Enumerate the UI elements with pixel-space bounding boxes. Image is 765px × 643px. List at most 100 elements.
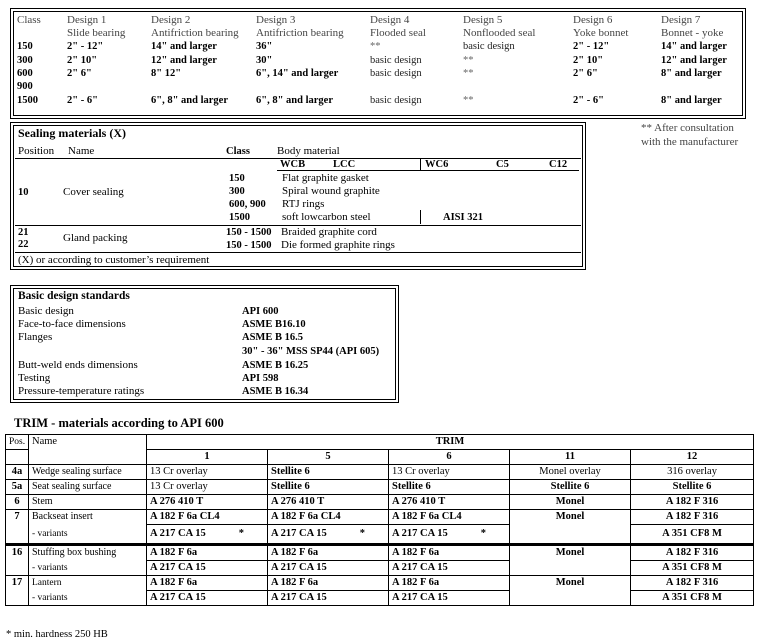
design-cell: 150 <box>17 41 33 52</box>
design-cell: 2" 6" <box>573 68 598 79</box>
trim-name: Seat sealing surface <box>28 479 147 495</box>
table-row: - variants A 217 CA 15 A 217 CA 15 A 217… <box>5 560 755 576</box>
design-cell: 14" and larger <box>151 41 217 52</box>
design-cell: 2" - 12" <box>573 41 610 52</box>
trim-col-6: 6 <box>388 449 510 465</box>
sealing-footnote: (X) or according to customer’s requireme… <box>18 254 210 266</box>
gland-text-2: Die formed graphite rings <box>281 239 395 251</box>
design-header-7: Design 7 <box>661 14 701 26</box>
design-subheader-6: Yoke bonnet <box>573 27 629 39</box>
trim-cell: Monel <box>509 575 631 591</box>
trim-name: Backseat insert <box>28 509 147 525</box>
standard-value: ASME B 16.34 <box>242 386 309 397</box>
trim-pos: 5a <box>5 479 29 495</box>
aisi-321: AISI 321 <box>443 212 483 223</box>
trim-sub: - variants <box>28 560 147 576</box>
trim-cell: A 182 F 316 <box>629 494 755 510</box>
sealing-col-body: Body material <box>277 145 340 157</box>
sealing-gland-rule <box>15 252 581 253</box>
standard-value: API 598 <box>242 373 279 384</box>
trim-cell: A 182 F 6a <box>388 543 510 561</box>
sealing-divider-2 <box>420 210 421 224</box>
design-cell: 900 <box>17 81 33 92</box>
trim-cell <box>509 590 631 606</box>
design-cell: 2" 6" <box>67 68 92 79</box>
design-subheader-3: Antifriction bearing <box>256 27 344 39</box>
standard-name: Butt-weld ends dimensions <box>18 359 138 371</box>
standard-value: ASME B16.10 <box>242 319 306 330</box>
trim-pos: 16 <box>5 543 29 561</box>
standards-outer-box <box>10 285 399 403</box>
trim-sub: - variants <box>28 524 147 545</box>
trim-footnote: * min. hardness 250 HB <box>6 629 108 640</box>
design-header-2: Design 2 <box>151 14 191 26</box>
trim-cell: Stellite 6 <box>267 479 389 495</box>
design-cell: 1500 <box>17 95 38 106</box>
trim-cell: Stellite 6 <box>509 479 631 495</box>
design-cell: 2" - 6" <box>67 95 98 106</box>
trim-cell: A 182 F 316 <box>629 543 755 561</box>
design-header-4: Design 4 <box>370 14 410 26</box>
design-cell: 6", 14" and larger <box>256 68 339 79</box>
material-c12: C12 <box>549 159 568 170</box>
design-header-5: Design 5 <box>463 14 503 26</box>
trim-h-name: Name <box>28 434 147 465</box>
design-subheader-7: Bonnet - yoke <box>661 27 724 39</box>
trim-cell: A 182 F 6a CL4 <box>388 509 510 525</box>
design-cell: 12" and larger <box>151 55 217 66</box>
standard-value: ASME B 16.5 <box>242 332 303 343</box>
sealing-material-rule <box>277 170 579 171</box>
cover-text-600-900: RTJ rings <box>282 198 325 210</box>
design-cell: basic design <box>370 95 422 106</box>
gland-class-1: 150 - 1500 <box>226 227 272 238</box>
table-row: 16 Stuffing box bushing A 182 F 6a A 182… <box>5 543 755 561</box>
design-subheader-1: Slide bearing <box>67 27 126 39</box>
trim-title: TRIM - materials according to API 600 <box>14 416 224 430</box>
trim-pos-blank <box>5 524 29 545</box>
design-subheader-2: Antifriction bearing <box>151 27 239 39</box>
design-cell: 6", 8" and larger <box>256 95 333 106</box>
design-cell: 8" and larger <box>661 95 722 106</box>
trim-cell: Monel overlay <box>509 464 631 480</box>
designs-outer-box <box>10 8 746 119</box>
trim-cell: Monel <box>509 509 631 525</box>
material-lcc: LCC <box>333 159 356 170</box>
trim-cell: A 182 F 316 <box>629 509 755 525</box>
cover-text-300: Spiral wound graphite <box>282 185 380 197</box>
design-header-3: Design 3 <box>256 14 296 26</box>
material-wcb: WCB <box>280 159 306 170</box>
gland-text-1: Braided graphite cord <box>281 226 377 238</box>
trim-cell: Stellite 6 <box>388 479 510 495</box>
trim-col-11: 11 <box>509 449 631 465</box>
trim-sub: - variants <box>28 590 147 606</box>
trim-name: Lantern <box>28 575 147 591</box>
table-row: 17 Lantern A 182 F 6a A 182 F 6a A 182 F… <box>5 575 755 591</box>
design-cell: 300 <box>17 55 33 66</box>
sealing-pos-22: 22 <box>18 239 29 250</box>
trim-cell: A 351 CF8 M <box>629 524 755 545</box>
standard-name: Basic design <box>18 305 74 317</box>
trim-h-trim: TRIM <box>145 434 755 450</box>
standards-inner-box <box>13 288 396 400</box>
standard-name: Flanges <box>18 331 53 343</box>
sealing-pos-21: 21 <box>18 227 29 238</box>
trim-cell: Monel <box>509 543 631 561</box>
trim-cell: A 217 CA 15* <box>388 524 510 545</box>
trim-cell <box>509 560 631 576</box>
trim-cell: A 217 CA 15 <box>267 560 389 576</box>
sealing-col-class: Class <box>226 146 250 157</box>
standard-value: 30" - 36" MSS SP44 (API 605) <box>242 346 380 357</box>
trim-table: Pos. Name TRIM 1 5 6 11 12 4a Wedge seal… <box>5 434 755 606</box>
trim-col-12: 12 <box>629 449 755 465</box>
trim-pos: 4a <box>5 464 29 480</box>
cover-text-150: Flat graphite gasket <box>282 172 369 184</box>
trim-cell: 13 Cr overlay <box>146 464 268 480</box>
standard-name: Testing <box>18 372 51 384</box>
trim-cell: A 276 410 T <box>267 494 389 510</box>
trim-h-pos-blank <box>5 449 29 465</box>
trim-cell: Stellite 6 <box>267 464 389 480</box>
sealing-inner-box <box>13 125 583 267</box>
trim-cell: A 351 CF8 M <box>629 560 755 576</box>
design-cell: ** <box>463 95 474 106</box>
cover-class-150: 150 <box>229 173 245 184</box>
